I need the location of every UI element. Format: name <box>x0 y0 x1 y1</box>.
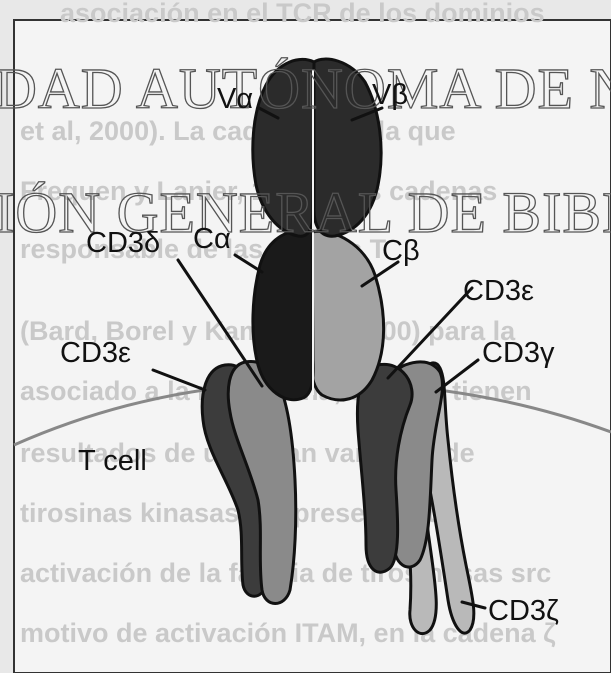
cd3-zeta-label: CD3ζ <box>488 595 559 627</box>
t-cell-label: T cell <box>78 445 147 477</box>
watermark-line: DAD AUTÓNOMA DE NUEVO <box>0 56 611 121</box>
c-alpha-domain <box>253 230 313 399</box>
cd3-gamma-label: CD3γ <box>482 337 555 369</box>
cd3-delta-label: CD3δ <box>86 227 160 259</box>
bg-text-line: motivo de activación ITAM, en la cadena … <box>20 618 556 648</box>
c-alpha-label: Cα <box>193 223 231 255</box>
v-alpha-label: Vα <box>217 83 253 115</box>
c-beta-label: Cβ <box>382 235 420 267</box>
cd3-epsilon-right-label: CD3ε <box>463 275 534 307</box>
cd3-epsilon-left-label: CD3ε <box>60 337 131 369</box>
bg-text-line: asociación en el TCR de los dominios <box>60 0 545 28</box>
v-beta-label: Vβ <box>372 79 408 111</box>
